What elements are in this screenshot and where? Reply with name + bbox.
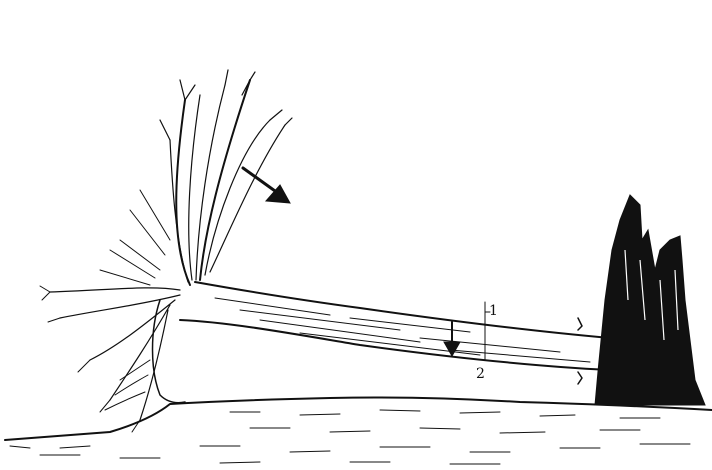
measurement-marker: 1 2: [444, 303, 498, 382]
stump: [578, 195, 705, 405]
point-label-1: 1: [489, 303, 498, 319]
point-label-2: 2: [476, 366, 485, 382]
root-plate: [40, 70, 292, 432]
fallen-trunk: [180, 282, 610, 370]
